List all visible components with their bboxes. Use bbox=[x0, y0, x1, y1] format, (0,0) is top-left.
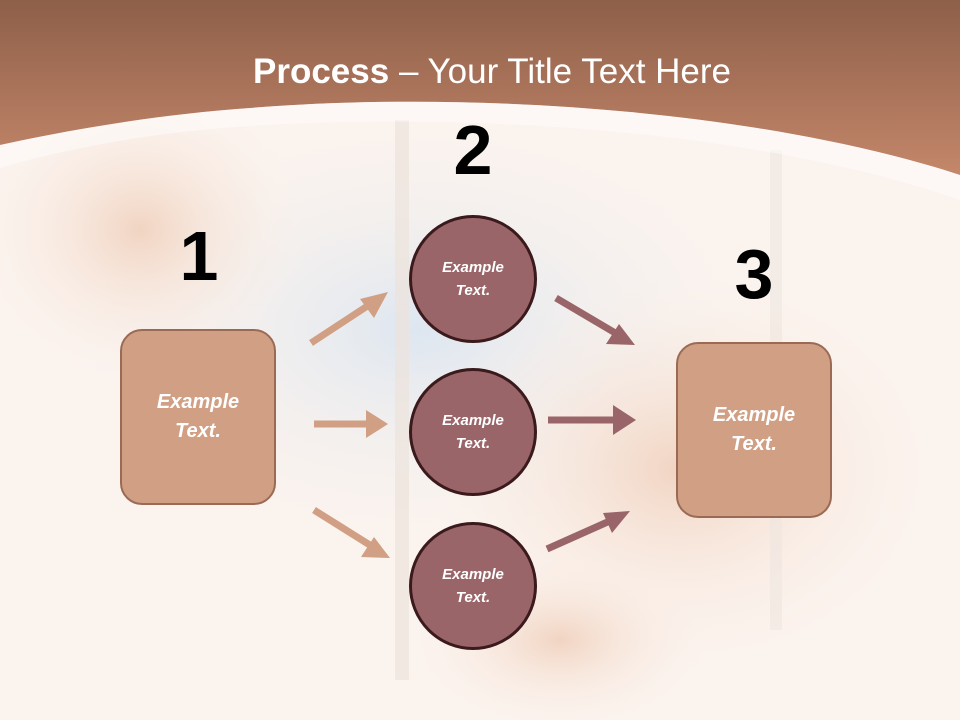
step-number-1: 1 bbox=[179, 217, 219, 295]
title-rest: – Your Title Text Here bbox=[389, 52, 731, 91]
circle-middle-line-1: Example bbox=[442, 412, 504, 429]
circle-top-line-2: Text. bbox=[455, 282, 491, 299]
title-bold: Process bbox=[253, 52, 390, 91]
slide-title: Process – Your Title Text Here bbox=[0, 52, 960, 92]
circle-middle-text: Example Text. bbox=[442, 409, 504, 455]
step-number-3: 3 bbox=[734, 235, 774, 313]
left-box-line-2: Text. bbox=[175, 420, 221, 442]
process-circle-top: Example Text. bbox=[409, 215, 537, 343]
right-process-box: Example Text. bbox=[676, 342, 832, 518]
circle-bottom-text: Example Text. bbox=[442, 563, 504, 609]
right-box-line-2: Text. bbox=[731, 433, 777, 455]
process-circle-bottom: Example Text. bbox=[409, 522, 537, 650]
left-process-box: Example Text. bbox=[120, 329, 276, 505]
process-circle-middle: Example Text. bbox=[409, 368, 537, 496]
left-box-text: Example Text. bbox=[157, 388, 239, 446]
left-box-line-1: Example bbox=[156, 391, 240, 413]
step-number-2: 2 bbox=[453, 111, 493, 189]
circle-top-line-1: Example bbox=[442, 259, 504, 276]
circle-bottom-line-1: Example bbox=[442, 566, 504, 583]
circle-top-text: Example Text. bbox=[442, 256, 504, 302]
circle-middle-line-2: Text. bbox=[455, 435, 491, 452]
circle-bottom-line-2: Text. bbox=[455, 589, 491, 606]
right-box-text: Example Text. bbox=[713, 401, 795, 459]
right-box-line-1: Example bbox=[712, 404, 796, 426]
